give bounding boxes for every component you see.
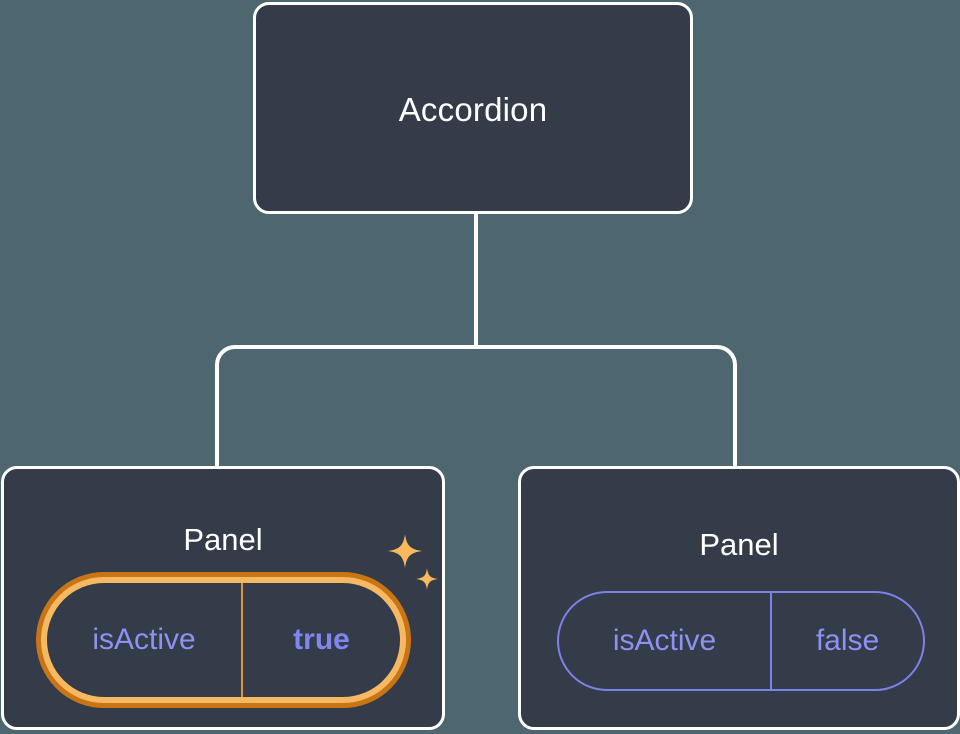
connector-branch-left [215, 345, 476, 468]
connector-branch-right [476, 345, 737, 468]
node-panel-inactive-label: Panel [699, 527, 779, 562]
prop-key-label: isActive [47, 583, 243, 697]
prop-pill-inner: isActive true [47, 583, 400, 697]
node-panel-active-label: Panel [183, 522, 263, 557]
prop-value-label: false [815, 624, 880, 657]
node-accordion-label: Accordion [398, 91, 548, 128]
prop-pill-isactive-true[interactable]: isActive true [36, 572, 411, 708]
node-accordion[interactable]: Accordion [253, 2, 693, 214]
prop-key-label: isActive [559, 593, 772, 689]
prop-value-label: true [293, 623, 350, 656]
prop-pill-isactive-false[interactable]: isActive false [557, 591, 925, 691]
